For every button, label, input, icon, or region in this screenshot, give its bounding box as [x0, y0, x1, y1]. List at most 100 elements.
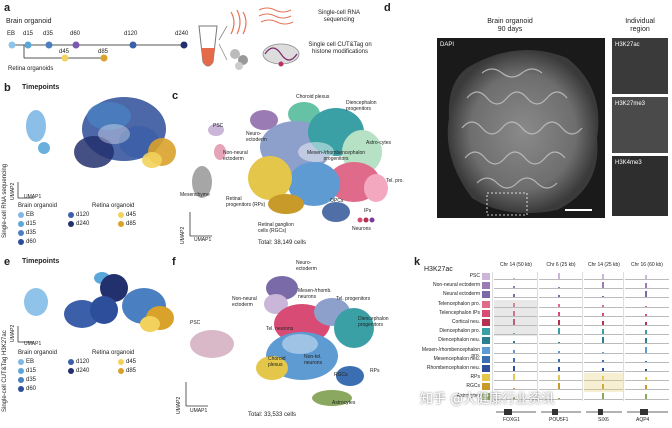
f-cluster-label-tel-neurons: Tel. neurons: [266, 326, 294, 332]
track-peak: [513, 388, 516, 390]
legend-item-d85: d85: [118, 220, 168, 228]
track-peak: [513, 286, 516, 289]
track-peak: [644, 377, 647, 381]
track-baseline: [539, 334, 582, 336]
track-swatch: [482, 328, 490, 336]
track-peak: [601, 321, 604, 325]
track-baseline: [584, 297, 623, 299]
legend-label: d60: [26, 238, 37, 245]
track-baseline: [584, 352, 623, 354]
track-baseline: [494, 306, 537, 308]
legend-swatch: [18, 230, 24, 236]
region-chr14-25kb: Chr 14 (25 kb): [588, 262, 620, 268]
track-peak: [644, 291, 647, 298]
timepoint-d35-dot: [45, 41, 53, 49]
track-peak: [644, 393, 647, 399]
track-baseline: [625, 352, 669, 354]
panel-b-brain-legend-title: Brain organoid: [18, 203, 58, 209]
timepoint-d85-label: d85: [98, 49, 109, 55]
track-peak: [558, 375, 561, 381]
track-label: RGCs: [466, 383, 480, 390]
region-separator: [582, 272, 583, 401]
legend-item-d35: d35: [18, 229, 68, 237]
panel-e-letter: e: [4, 256, 11, 268]
panel-d-letter: d: [384, 2, 391, 14]
h3k27ac-label: H3K27ac: [615, 42, 640, 48]
legend-swatch: [118, 221, 124, 227]
f-cluster-label-neuroectoderm: Neuro-ectoderm: [296, 260, 317, 272]
legend-swatch: [68, 212, 74, 218]
region-chr14-50kb: Chr 14 (50 kb): [500, 262, 532, 268]
track-baseline: [625, 371, 669, 372]
panel-f-letter: f: [172, 256, 176, 268]
legend-swatch: [18, 221, 24, 227]
legend-label: d120: [76, 358, 90, 365]
watermark: 知乎 @大健康行业资讯: [420, 392, 555, 407]
track-peak: [513, 278, 516, 279]
track-peak: [513, 319, 516, 325]
panel-b-umap: [17, 97, 176, 199]
rna-strands-icon: [230, 9, 247, 35]
track-label: Neural ectoderm: [443, 291, 480, 298]
track-swatch: [482, 383, 490, 391]
legend-item-d45: d45: [118, 358, 168, 366]
track-peak: [558, 287, 561, 289]
track-label: Diencephalon neu.: [438, 337, 480, 344]
legend-item-d85: d85: [118, 367, 168, 375]
track-peak: [558, 383, 561, 390]
track-baseline: [625, 297, 669, 299]
track-baseline: [539, 380, 582, 382]
cluster-label-neurons: Neurons: [352, 226, 371, 232]
panel-b-retina-legend-title: Retina organoid: [92, 203, 135, 209]
track-peak: [644, 330, 647, 335]
timepoint-eb-dot: [8, 41, 16, 49]
track-peak: [558, 311, 561, 316]
track-baseline: [539, 315, 582, 317]
track-baseline: [584, 343, 623, 345]
track-peak: [601, 384, 604, 390]
panel-e-side-label: Single-cell CUT&Tag H3K27ac: [2, 330, 8, 412]
panel-c-umap1: UMAP1: [194, 237, 212, 243]
panel-a-letter: a: [4, 2, 11, 14]
legend-item-d15: d15: [18, 367, 68, 375]
legend-item-d120: d120: [68, 211, 118, 219]
track-swatch: [482, 319, 490, 326]
organoid-title-line2: 90 days: [497, 26, 523, 33]
track-baseline: [625, 343, 669, 345]
timepoint-d15-label: d15: [23, 31, 34, 37]
h3k27me3-image: [612, 97, 668, 153]
track-baseline: [625, 325, 669, 326]
panel-b-umap1: UMAP1: [24, 194, 42, 200]
legend-label: d15: [26, 220, 37, 227]
track-peak: [513, 302, 516, 307]
track-peak: [513, 294, 516, 298]
track-label: Diencephalon pro.: [439, 328, 480, 335]
f-cluster-label-psc: PSC: [190, 320, 201, 326]
cluster-label-tel-pro: Tel. pro.: [386, 178, 404, 184]
track-peak: [601, 304, 604, 307]
legend-label: d85: [126, 367, 137, 374]
legend-label: d120: [76, 211, 90, 218]
cluster-label-mesenchyme: Mesenchyme: [180, 192, 210, 198]
individual-region-title: Individual region: [612, 18, 668, 34]
track-peak: [513, 310, 516, 316]
track-baseline: [539, 306, 582, 308]
legend-label: EB: [26, 211, 35, 218]
track-baseline: [539, 279, 582, 280]
panel-f-umap2: UMAP2: [176, 396, 182, 414]
legend-item-eb: EB: [18, 211, 68, 219]
track-baseline: [494, 315, 537, 317]
panel-b-side-label: Single-cell RNA sequencing: [2, 163, 8, 238]
region-chr6-25kb: Chr 6 (25 kb): [546, 262, 576, 268]
timepoint-d240-dot: [180, 41, 188, 49]
legend-item-d120: d120: [68, 358, 118, 366]
track-swatch: [482, 374, 490, 382]
track-peak: [558, 320, 561, 325]
track-swatch: [482, 291, 490, 299]
f-cluster-label-astrocytes: Astrocytes: [332, 400, 356, 406]
legend-swatch: [18, 359, 24, 365]
panel-b-umap2: UMAP2: [10, 182, 16, 200]
panel-c-umap: [189, 102, 388, 237]
track-peak: [513, 374, 516, 381]
track-peak: [644, 385, 647, 390]
